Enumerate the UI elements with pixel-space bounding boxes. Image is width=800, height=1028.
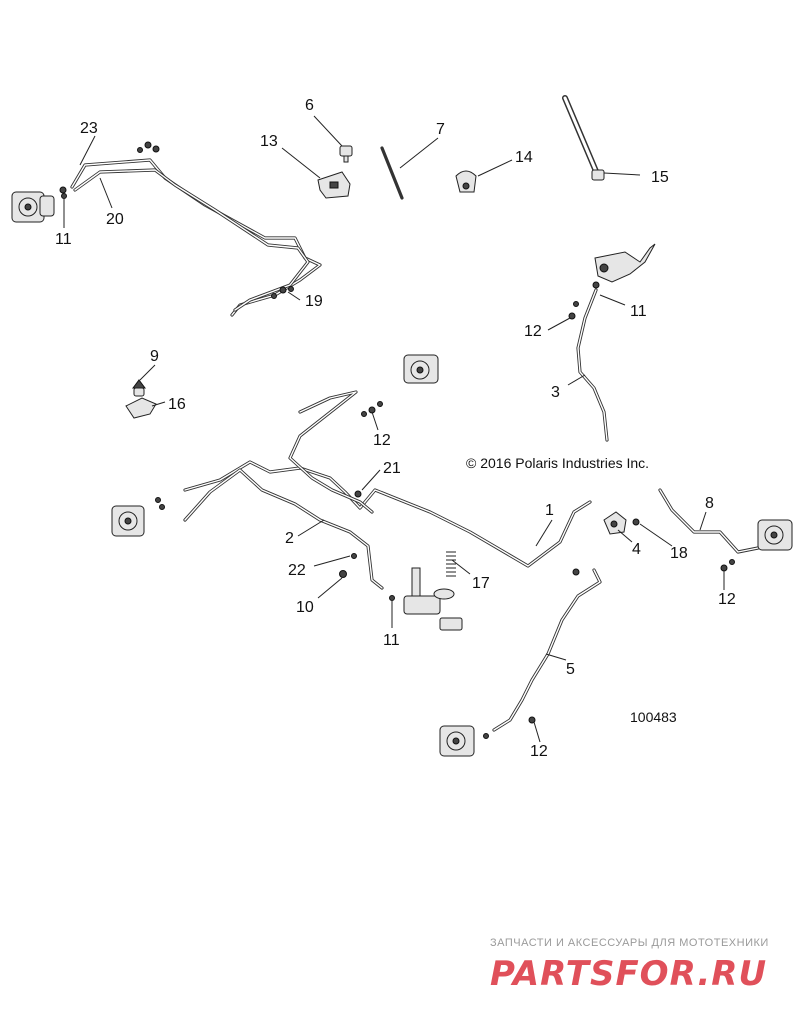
callout-12-master: 12 [524, 323, 542, 340]
rear-caliper-lower-icon [439, 725, 489, 757]
callout-22: 22 [288, 562, 306, 579]
callout-16: 16 [168, 396, 186, 413]
callout-20: 20 [106, 211, 124, 228]
watermark-logo: PARTSFOR.RU [490, 954, 767, 994]
fitting-21-icon [354, 490, 362, 498]
callout-14: 14 [515, 149, 533, 166]
fitting-12-lower-icon [528, 716, 536, 724]
bracket-13-icon [317, 171, 351, 199]
callout-2: 2 [285, 530, 294, 547]
clip-9-icon [132, 379, 146, 397]
callout-15: 15 [651, 169, 669, 186]
fitting-12-right-icon [720, 559, 735, 572]
bolt-6-icon [339, 145, 353, 163]
brake-line-2 [183, 468, 384, 590]
rear-left-caliper-icon [757, 519, 793, 551]
master-cylinder-icon [592, 243, 656, 289]
callout-17: 17 [472, 575, 490, 592]
callout-labels: 23 20 11 6 13 7 14 15 19 11 12 3 9 16 12… [55, 97, 736, 760]
front-right-caliper-icon [111, 497, 165, 537]
callout-12-lower: 12 [530, 743, 548, 760]
fitting-22-icon [351, 553, 357, 559]
callout-12-right: 12 [718, 591, 736, 608]
callout-3: 3 [551, 384, 560, 401]
fitting-12-icon [568, 301, 579, 320]
fitting-18-icon [632, 518, 640, 526]
proportioning-valve-icon [403, 567, 463, 631]
brake-line-3 [576, 288, 609, 442]
callout-21: 21 [383, 460, 401, 477]
rear-right-caliper-icon [403, 354, 439, 384]
brake-line-5 [492, 568, 602, 732]
callout-6: 6 [305, 97, 314, 114]
callout-12-upper: 12 [373, 432, 391, 449]
fitting-icon [59, 186, 67, 199]
callout-8: 8 [705, 495, 714, 512]
fitting-10-icon [339, 570, 347, 578]
rod-15-icon [562, 95, 605, 181]
callout-5: 5 [566, 661, 575, 678]
watermark: ЗАПЧАСТИ И АКСЕССУАРЫ ДЛЯ МОТОТЕХНИКИ PA… [490, 937, 769, 994]
rod-7-icon [380, 146, 404, 200]
callout-4: 4 [632, 541, 641, 558]
fitting-11-lower-icon [389, 595, 395, 601]
callout-18: 18 [670, 545, 688, 562]
brake-line-8 [658, 488, 760, 554]
callout-10: 10 [296, 599, 314, 616]
fitting-12-upper-icon [361, 401, 383, 417]
callout-23: 23 [80, 120, 98, 137]
callout-11-lower: 11 [383, 632, 400, 649]
clip-19-icon [271, 286, 294, 299]
callout-11-top-left: 11 [55, 231, 72, 248]
reference-number: 100483 [630, 709, 677, 725]
callout-11-master: 11 [630, 303, 647, 320]
copyright-text: © 2016 Polaris Industries Inc. [466, 455, 649, 471]
callout-19: 19 [305, 293, 323, 310]
leader-lines [63, 115, 725, 743]
callout-1: 1 [545, 502, 554, 519]
block-4-icon [603, 511, 627, 535]
front-left-caliper-icon [11, 191, 55, 223]
grommet-14-icon [455, 170, 477, 193]
callout-13: 13 [260, 133, 278, 150]
brake-line-1 [183, 460, 592, 568]
callout-7: 7 [436, 121, 445, 138]
brake-line-21 [288, 390, 374, 514]
spring-17-icon [446, 551, 456, 577]
clamp-16-icon [125, 397, 157, 419]
watermark-tagline: ЗАПЧАСТИ И АКСЕССУАРЫ ДЛЯ МОТОТЕХНИКИ [490, 937, 769, 949]
callout-9: 9 [150, 348, 159, 365]
